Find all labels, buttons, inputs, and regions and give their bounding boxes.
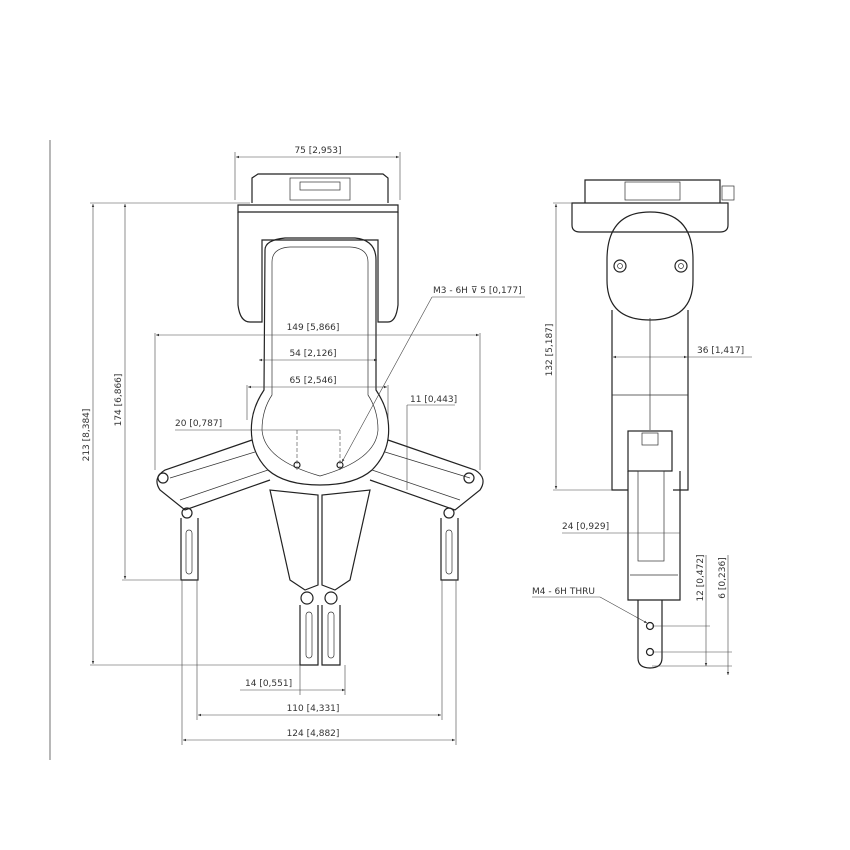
side-gripper xyxy=(627,471,681,601)
mount-plate xyxy=(251,173,389,203)
dim-11: 11 [0,443] xyxy=(410,395,457,405)
dim-149: 149 [5,866] xyxy=(287,323,340,333)
front-view xyxy=(156,173,484,666)
side-gripper-head xyxy=(627,430,673,472)
dim-65: 65 [2,546] xyxy=(289,376,336,386)
dim-174: 174 [6,866] xyxy=(114,374,124,427)
left-arm xyxy=(156,439,271,511)
dim-20: 20 [0,787] xyxy=(175,419,222,429)
m4-thread-callout: M4 - 6H THRU xyxy=(532,587,595,597)
center-left-link xyxy=(269,489,319,591)
side-tab xyxy=(637,600,663,669)
dim-54: 54 [2,126] xyxy=(289,349,336,359)
dim-110: 110 [4,331] xyxy=(287,704,340,714)
housing xyxy=(237,212,399,323)
front-dimensions: 75 [2,953] 213 [8,384] 174 [6,866] 149 [… xyxy=(82,146,525,745)
dim-36: 36 [1,417] xyxy=(697,346,744,356)
dim-6: 6 [0,236] xyxy=(718,557,728,598)
dim-124: 124 [4,882] xyxy=(287,729,340,739)
dim-14: 14 [0,551] xyxy=(245,679,292,689)
side-view xyxy=(571,179,735,669)
dim-213: 213 [8,384] xyxy=(82,409,92,462)
center-finger-left xyxy=(299,605,319,666)
dim-75: 75 [2,953] xyxy=(294,146,341,156)
side-dimensions: 132 [5,187] 36 [1,417] 24 [0,929] 12 [0,… xyxy=(532,202,752,675)
left-finger xyxy=(180,518,199,581)
side-hub xyxy=(606,211,694,321)
dim-132: 132 [5,187] xyxy=(545,324,555,377)
m3-thread-callout: M3 - 6H ⊽ 5 [0,177] xyxy=(433,286,522,296)
center-right-link xyxy=(321,489,371,591)
center-finger-right xyxy=(321,605,341,666)
dim-12: 12 [0,472] xyxy=(696,554,706,601)
right-arm xyxy=(369,439,484,511)
right-finger xyxy=(440,518,459,581)
dim-24: 24 [0,929] xyxy=(562,522,609,532)
side-mount-plate xyxy=(584,179,721,203)
